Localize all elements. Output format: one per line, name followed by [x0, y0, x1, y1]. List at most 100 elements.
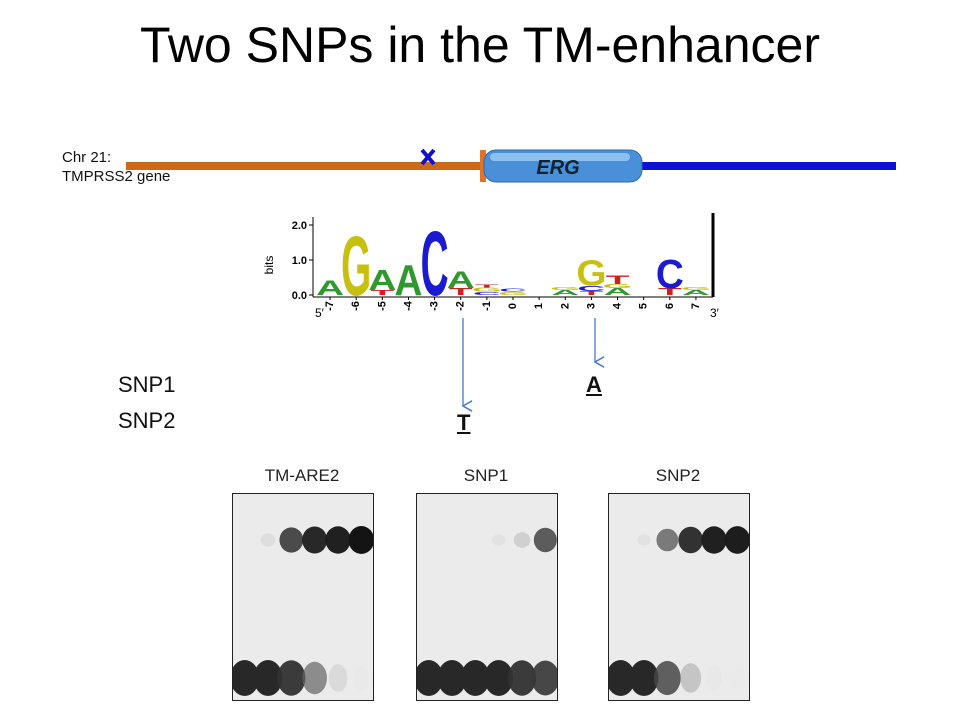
free-probe-band [507, 660, 537, 696]
gel-snp1 [416, 493, 558, 701]
logo-letter: T [580, 290, 604, 296]
snp-arrows [461, 318, 605, 412]
snp2-label: SNP2 [118, 408, 176, 433]
shifted-complex-band [302, 526, 328, 554]
logo-y-tick-label: 0.0 [292, 290, 307, 302]
logo-x-tick-label: 3 [585, 303, 597, 309]
logo-letter: T [475, 283, 499, 288]
logo-x-tick-label: 5 [638, 303, 650, 309]
logo-letter: G [550, 285, 580, 290]
logo-3prime-label: 3′ [710, 306, 720, 320]
logo-y-tick-label: 1.0 [292, 255, 307, 267]
logo-letter: A [316, 276, 344, 300]
free-probe-band [609, 660, 636, 696]
erg-gene-highlight [490, 153, 630, 161]
logo-letter: G [472, 286, 502, 292]
logo-letter: C [577, 284, 605, 292]
logo-x-tick-label: 1 [533, 303, 545, 309]
slide-title: Two SNPs in the TM-enhancer [140, 17, 820, 73]
logo-letter: A [447, 266, 475, 293]
logo-letter: T [658, 286, 682, 297]
gel-background [609, 494, 749, 700]
logo-x-tick-label: -4 [402, 300, 414, 311]
logo-letter: C [499, 287, 527, 292]
logo-letter: A [604, 286, 632, 297]
shifted-complex-band [491, 534, 506, 546]
gel-snp2 [608, 493, 750, 701]
gel-tm-are2 [232, 493, 374, 701]
gene-track: ERG [126, 148, 896, 183]
logo-x-tick-label: -2 [455, 301, 467, 311]
logo-x-ticks: -7 -6 -5 -4 -3 -2 -1 0 1 2 3 4 5 6 7 [324, 297, 702, 311]
shifted-complex-band [513, 532, 531, 548]
free-probe-band [328, 664, 348, 692]
logo-x-tick-label: 6 [664, 303, 676, 309]
logo-x-tick-label: 0 [507, 303, 519, 309]
free-probe-band [253, 660, 283, 696]
snp1-allele: A [586, 372, 602, 397]
logo-letter: A [394, 256, 422, 305]
shifted-complex-band [279, 527, 304, 553]
logo-letter: G [576, 253, 606, 294]
free-probe-band [653, 660, 681, 696]
logo-letter: G [681, 285, 711, 290]
shifted-complex-band [656, 528, 679, 552]
free-probe-band [484, 660, 514, 696]
logo-letter: T [606, 273, 630, 286]
snp1-label: SNP1 [118, 372, 176, 397]
free-probe-band [233, 660, 260, 696]
logo-x-tick-label: 7 [690, 303, 702, 309]
logo-x-tick-label: -7 [324, 301, 336, 311]
logo-x-tick-label: -1 [481, 301, 493, 311]
gel-background [233, 494, 373, 700]
logo-letter: A [682, 288, 710, 296]
shifted-complex-band [325, 526, 351, 554]
free-probe-band [353, 665, 370, 691]
shifted-complex-band [348, 526, 373, 554]
free-probe-band [705, 665, 723, 691]
logo-y-tick-label: 2.0 [292, 220, 307, 232]
erg-box-left-edge [480, 150, 486, 182]
logo-x-tick-label: -6 [350, 301, 362, 311]
free-probe-band [437, 660, 467, 696]
logo-letter: G [498, 291, 528, 296]
shifted-complex-band [533, 527, 557, 553]
gel-label-snp1: SNP1 [463, 466, 509, 485]
shifted-complex-band [260, 533, 276, 547]
free-probe-band [729, 665, 745, 691]
logo-x-tick-label: 2 [559, 303, 571, 309]
logo-y-ticks: 2.0 1.0 0.0 [292, 220, 313, 302]
gel-label-snp2: SNP2 [655, 466, 701, 485]
logo-letter: A [551, 288, 579, 296]
chromosome-label: Chr 21: TMPRSS2 gene [62, 149, 171, 185]
logo-letter: A [368, 264, 396, 296]
shifted-complex-band [701, 526, 727, 554]
free-probe-band [680, 663, 702, 693]
logo-5prime-label: 5′ [315, 306, 325, 320]
free-probe-band [460, 660, 490, 696]
shifted-complex-band [724, 526, 749, 554]
free-probe-band [302, 661, 327, 695]
free-probe-band [531, 660, 557, 696]
gel-label-tm-are2: TM-ARE2 [264, 466, 340, 485]
free-probe-band [417, 660, 444, 696]
erg-gene-name: ERG [536, 157, 579, 179]
logo-y-axis-title: bits [262, 256, 276, 275]
snp2-allele: T [457, 410, 471, 435]
logo-letter: C [473, 291, 501, 296]
logo-letter: T [371, 288, 395, 296]
enhancer-marker-icon [420, 148, 436, 166]
shifted-complex-band [678, 526, 703, 554]
logo-letter: C [656, 252, 684, 297]
gel-background [417, 494, 557, 700]
logo-x-tick-label: -3 [429, 301, 441, 311]
logo-letter: G [602, 283, 632, 289]
logo-letter: T [449, 286, 473, 297]
free-probe-band [277, 660, 306, 696]
free-probe-band [629, 660, 659, 696]
shifted-complex-band [637, 534, 651, 546]
logo-x-tick-label: -5 [376, 301, 388, 311]
logo-x-tick-label: 4 [612, 302, 624, 309]
